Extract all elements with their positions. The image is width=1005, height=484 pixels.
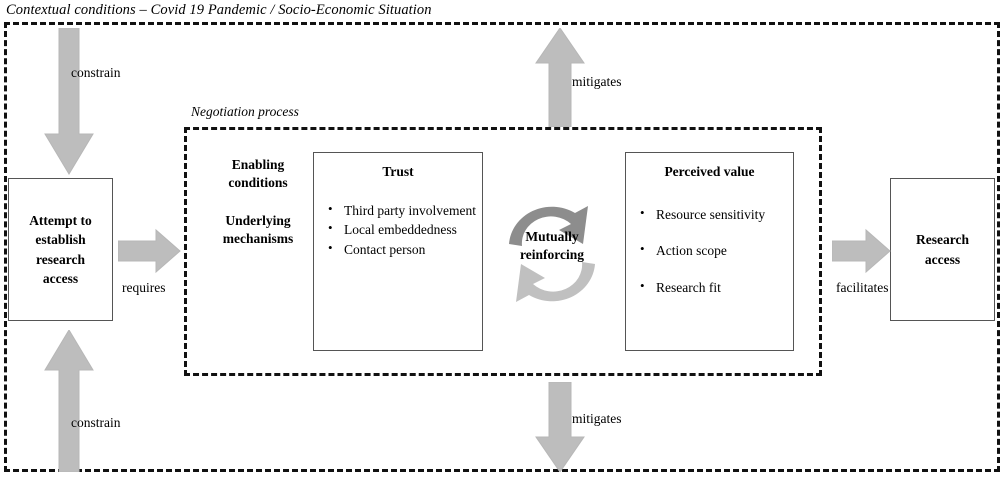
cycle-arrow-bottom [516, 262, 595, 302]
box-attempt-to-establish-research-access[interactable]: Attempt to establish research access [8, 178, 113, 321]
arrow-mitigates-bottom [532, 382, 588, 472]
list-item: Resource sensitivity [640, 205, 793, 223]
edge-label-requires: requires [122, 280, 166, 295]
mechanism-side-labels: Enabling conditions Underlying mechanism… [209, 156, 307, 247]
box-attempt-label: Attempt to establish research access [29, 213, 92, 286]
edge-label-constrain-top: constrain [71, 65, 121, 80]
list-item: Action scope [640, 241, 793, 259]
card-perceived-value-bullets: Resource sensitivity Action scope Resear… [626, 205, 793, 296]
edge-label-mitigates-top: mitigates [572, 74, 622, 89]
arrow-facilitates [832, 228, 892, 274]
list-item: Research fit [640, 278, 793, 296]
list-item: Third party involvement [328, 201, 482, 219]
negotiation-process-label: Negotiation process [191, 104, 299, 119]
enabling-conditions-label: Enabling conditions [228, 157, 288, 190]
edge-label-constrain-bottom: constrain [71, 415, 121, 430]
box-research-access-label: Research access [916, 232, 969, 267]
edge-label-facilitates: facilitates [836, 280, 889, 295]
arrow-requires [118, 228, 182, 274]
mutually-reinforcing-label: Mutually reinforcing [520, 229, 584, 262]
edge-label-mitigates-bottom: mitigates [572, 411, 622, 426]
arrow-mitigates-top [532, 28, 588, 127]
contextual-conditions-container [4, 22, 1000, 472]
cycle-arrow-top [509, 206, 588, 246]
card-trust[interactable]: Trust Third party involvement Local embe… [313, 152, 483, 351]
card-trust-heading: Trust [382, 164, 414, 179]
box-research-access[interactable]: Research access [890, 178, 995, 321]
card-perceived-value[interactable]: Perceived value Resource sensitivity Act… [625, 152, 794, 351]
list-item: Contact person [328, 240, 482, 258]
list-item: Local embeddedness [328, 220, 482, 238]
arrow-constrain-top [41, 28, 97, 176]
card-trust-bullets: Third party involvement Local embeddedne… [314, 201, 482, 258]
negotiation-process-container [184, 127, 822, 376]
card-perceived-value-heading: Perceived value [664, 164, 755, 179]
arrow-constrain-bottom [41, 330, 97, 472]
figure-title: Contextual conditions – Covid 19 Pandemi… [6, 2, 432, 18]
mutually-reinforcing-cycle-icon [503, 186, 601, 322]
underlying-mechanisms-label: Underlying mechanisms [222, 213, 294, 246]
